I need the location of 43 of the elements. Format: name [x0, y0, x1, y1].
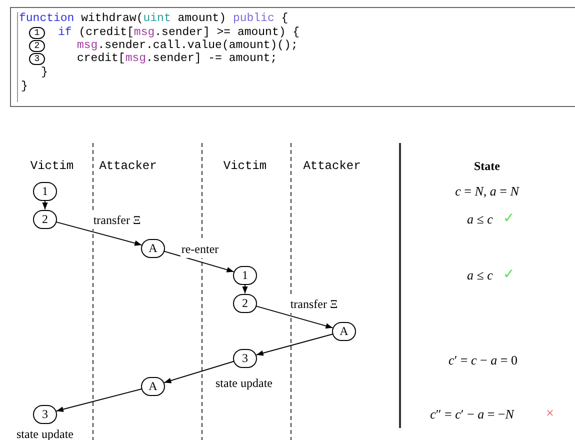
code-text: withdraw( [81, 12, 144, 25]
code-text: (credit[ [78, 26, 134, 39]
code-text: { [281, 12, 288, 25]
code-text: uint [143, 12, 171, 25]
column-header: State [474, 158, 500, 175]
lane-header: Attacker [99, 158, 157, 175]
edge-label: transfer Ξ [289, 295, 339, 313]
arrow [164, 360, 234, 384]
state-formula: c″ = c′ − a = −N [430, 405, 514, 424]
code-text: .sender] >= amount) { [154, 26, 300, 39]
lane-header: Victim [30, 158, 74, 175]
lane-header: Victim [223, 158, 267, 175]
code-text: credit[ [77, 52, 126, 65]
code-text: if [58, 26, 72, 39]
code-text: msg [134, 26, 155, 39]
code-text: function [19, 12, 74, 25]
arrow [42, 200, 48, 210]
code-text: .sender] -= amount; [146, 52, 278, 65]
code-text: } [21, 80, 28, 93]
arrow [256, 334, 334, 356]
code-text: msg [77, 39, 98, 52]
edge-label: transfer Ξ [92, 211, 142, 229]
code-text: } [41, 66, 48, 79]
arrow [242, 284, 248, 294]
state-formula: c′ = c − a = 0 [448, 351, 518, 370]
state-formula: a ≤ c [467, 266, 493, 284]
state-formula: c = N, a = N [455, 182, 519, 200]
arrow [256, 306, 334, 329]
code-text: amount) [178, 12, 226, 25]
arrow [56, 388, 142, 412]
check-mark: ✓ [503, 266, 515, 284]
step-caption: state update [216, 375, 272, 392]
lane-header: Attacker [303, 158, 361, 175]
code-text: msg [125, 52, 146, 65]
arrow [56, 222, 142, 246]
cross-mark: × [546, 406, 554, 424]
edge-label: re-enter [180, 240, 220, 258]
arrow [164, 250, 234, 272]
check-mark: ✓ [503, 210, 515, 228]
code-text: public [232, 12, 274, 25]
state-formula: a ≤ c [467, 210, 493, 228]
code-box [10, 7, 575, 107]
code-text: .sender.call.value(amount)(); [98, 39, 298, 52]
